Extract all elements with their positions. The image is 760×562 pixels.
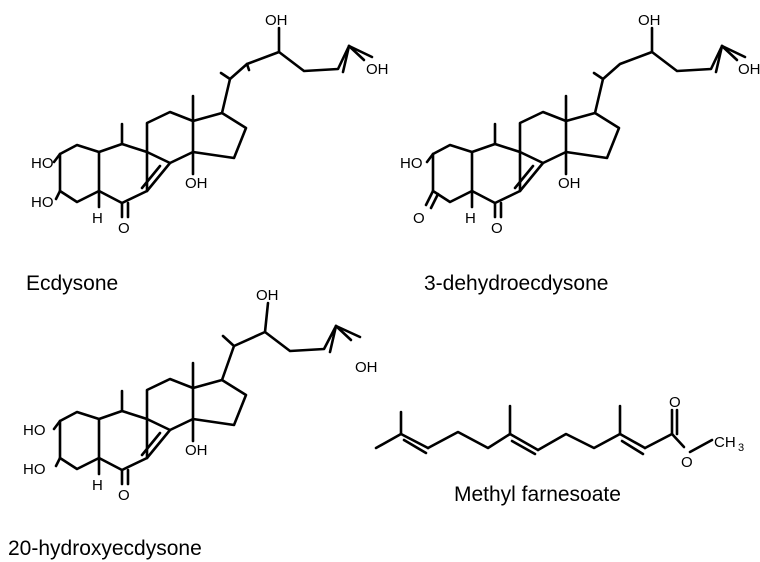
ecdysone-oh-22: OH <box>265 12 288 29</box>
hydroxyecdysone-bonds <box>52 301 362 486</box>
dehydroecdysone-oh-14: OH <box>558 175 581 192</box>
hydroxyecdysone-ho-2: HO <box>23 422 46 439</box>
dehydroecdysone-oh-25: OH <box>738 61 760 78</box>
dehydroecdysone-oh-22: OH <box>638 12 661 29</box>
ecdysone-ho-2: HO <box>31 155 54 172</box>
ecdysone-oh-25: OH <box>366 61 389 78</box>
dehydroecdysone-h-5: H <box>465 210 476 227</box>
dehydroecdysone-keto-o-3: O <box>413 210 425 227</box>
dehydroecdysone-ketone-o: O <box>491 220 503 237</box>
hydroxyecdysone-name: 20-hydroxyecdysone <box>8 537 202 560</box>
ecdysone-ho-3: HO <box>31 194 54 211</box>
dehydroecdysone-name: 3-dehydroecdysone <box>424 272 608 295</box>
ecdysone-oh-14: OH <box>185 175 208 192</box>
dehydroecdysone-bonds <box>424 26 747 219</box>
molecule-ecdysone: OH OH HO HO OH H O Ecdysone <box>26 12 389 295</box>
hydroxyecdysone-ketone-o: O <box>118 487 130 504</box>
hydroxyecdysone-h-5: H <box>92 477 103 494</box>
farnesoate-methyl-subscript: 3 <box>738 442 744 454</box>
farnesoate-name: Methyl farnesoate <box>454 483 621 506</box>
molecule-methyl-farnesoate: O O CH 3 Methyl farnesoate <box>374 394 744 506</box>
hydroxyecdysone-ho-3: HO <box>23 461 46 478</box>
ecdysone-name: Ecdysone <box>26 272 118 295</box>
farnesoate-methyl-ch: CH <box>714 434 736 451</box>
molecule-3-dehydroecdysone: OH OH HO O OH H O 3-dehydroecdysone <box>400 12 760 295</box>
farnesoate-bonds <box>374 404 714 456</box>
hydroxyecdysone-oh-25: OH <box>355 359 378 376</box>
hydroxyecdysone-oh-22: OH <box>256 287 279 304</box>
dehydroecdysone-ho-2: HO <box>400 155 423 172</box>
farnesoate-carbonyl-o: O <box>669 394 681 411</box>
ecdysone-h-5: H <box>92 210 103 227</box>
hydroxyecdysone-oh-14: OH <box>185 442 208 459</box>
farnesoate-ester-o: O <box>681 454 693 471</box>
molecule-20-hydroxyecdysone: OH OH HO HO OH H O 20-hydroxyecdysone <box>8 287 378 560</box>
ecdysone-ketone-o: O <box>118 220 130 237</box>
ecdysone-bonds <box>52 26 374 219</box>
